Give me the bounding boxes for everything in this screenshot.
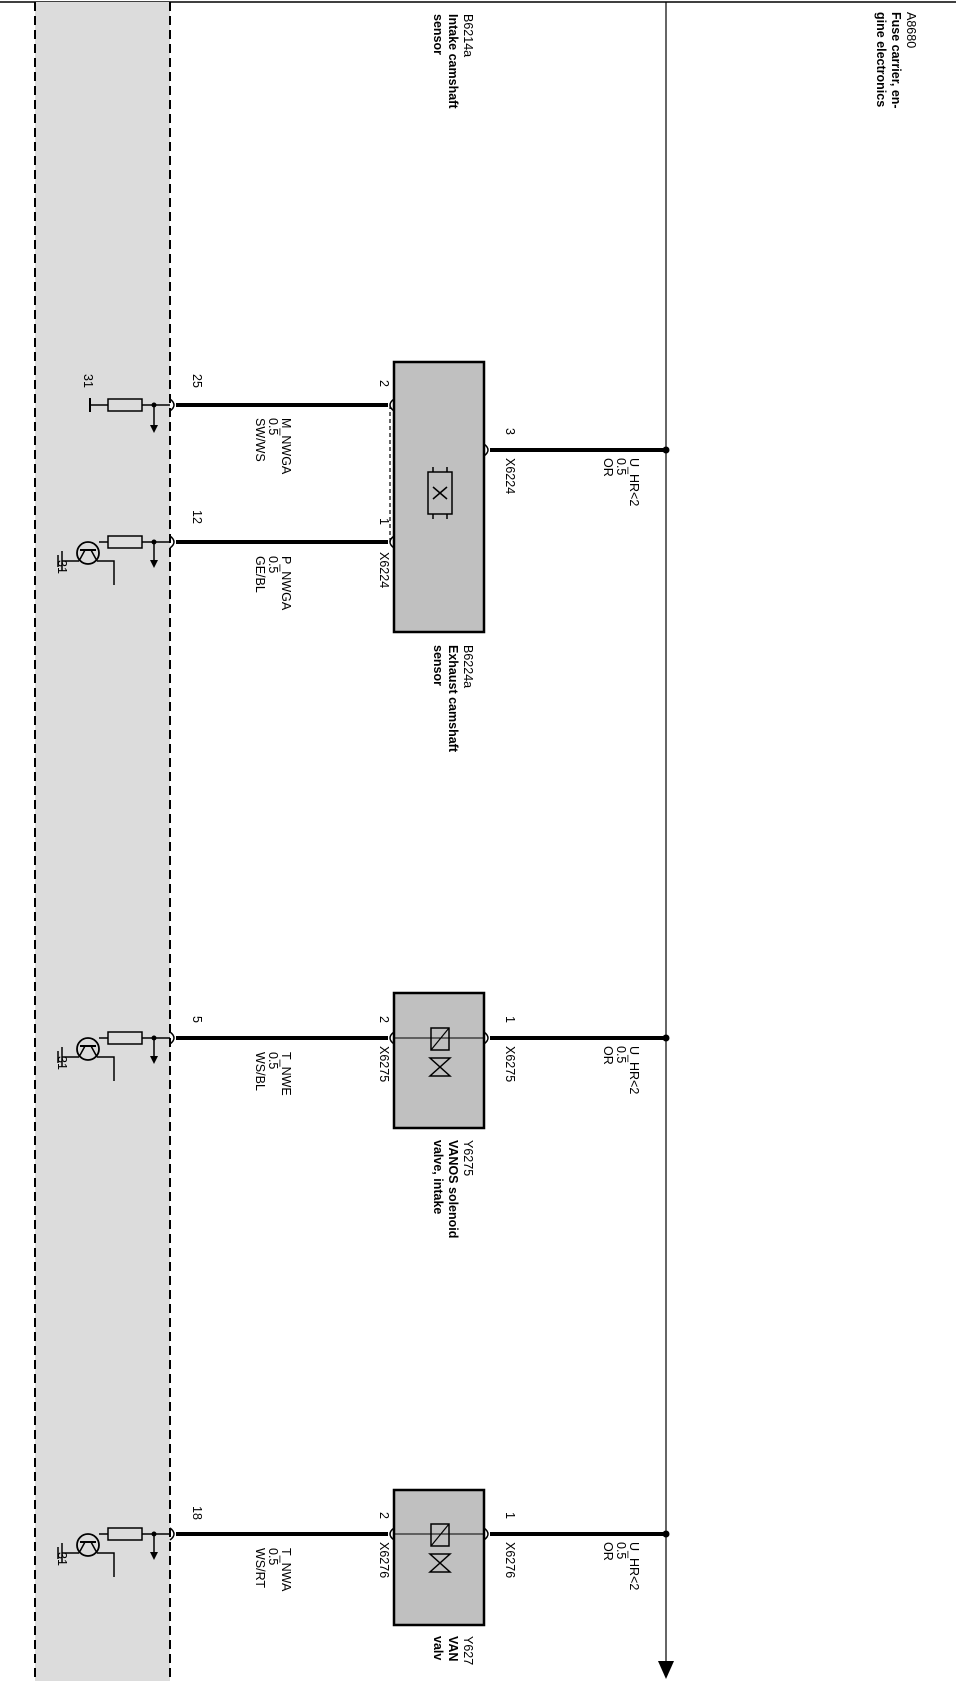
svg-text:WS/BL: WS/BL [253, 1052, 267, 1091]
svg-text:Y627: Y627 [461, 1636, 475, 1665]
svg-text:0.5: 0.5 [614, 1046, 628, 1063]
wire-spec: M_NWGA 0.5 SW/WS [253, 418, 293, 475]
svg-text:GE/BL: GE/BL [253, 556, 267, 593]
pin-label: 2 [377, 380, 391, 387]
svg-text:U_HR<2: U_HR<2 [627, 458, 641, 506]
svg-text:T_NWA: T_NWA [279, 1548, 293, 1592]
wire-spec: T_NWA 0.5 WS/RT [253, 1548, 293, 1592]
ground-label: 31 [81, 374, 95, 388]
svg-text:OR: OR [601, 1046, 615, 1065]
svg-text:0.5: 0.5 [614, 458, 628, 475]
svg-text:0.5: 0.5 [266, 1052, 280, 1069]
ecu-ground-circuit [89, 398, 170, 433]
svg-text:valv: valv [431, 1636, 445, 1660]
connector-label: X6276 [503, 1542, 517, 1578]
exhaust-sensor-signal-wire [169, 535, 395, 549]
svg-text:sensor: sensor [431, 645, 445, 686]
svg-text:B6224a: B6224a [461, 645, 475, 688]
connector-label: X6224 [503, 458, 517, 494]
svg-text:sensor: sensor [431, 14, 445, 55]
supply-bus [658, 2, 674, 1679]
svg-text:B6214a: B6214a [461, 14, 475, 57]
svg-text:A8680: A8680 [904, 12, 918, 48]
fuse-carrier-label: A8680 Fuse carrier, en- gine electronics [874, 12, 918, 109]
exhaust-sensor-minus-wire [169, 398, 395, 542]
svg-text:0.5: 0.5 [266, 1548, 280, 1565]
svg-text:0.5: 0.5 [614, 1542, 628, 1559]
ecu-transistor-circuit [57, 535, 170, 586]
svg-text:Fuse carrier, en-: Fuse carrier, en- [889, 12, 903, 109]
svg-text:WS/RT: WS/RT [253, 1548, 267, 1588]
svg-text:P_NWGA: P_NWGA [279, 556, 293, 611]
svg-text:Intake camshaft: Intake camshaft [446, 14, 460, 109]
pin-label: 12 [190, 510, 204, 524]
exhaust-valve-supply-wire [483, 1527, 670, 1541]
pin-label: 1 [503, 1512, 517, 1519]
wire-spec: T_NWE 0.5 WS/BL [253, 1052, 293, 1096]
wire-spec: U_HR<2 0.5 OR [601, 1046, 641, 1094]
svg-text:valve, intake: valve, intake [431, 1140, 445, 1214]
svg-text:gine electronics: gine electronics [874, 12, 888, 107]
svg-text:SW/WS: SW/WS [253, 418, 267, 462]
connector-label: X6224 [377, 552, 391, 588]
exhaust-valve-control-wire [169, 1527, 395, 1541]
svg-text:VAN: VAN [446, 1636, 460, 1661]
svg-text:Exhaust camshaft: Exhaust camshaft [446, 645, 460, 753]
exhaust-sensor-supply-wire [483, 443, 670, 457]
connector-label: X6276 [377, 1542, 391, 1578]
pin-label: 25 [190, 374, 204, 388]
wire-spec: U_HR<2 0.5 OR [601, 458, 641, 506]
intake-valve-supply-wire [483, 1031, 670, 1045]
svg-text:M_NWGA: M_NWGA [279, 418, 293, 475]
pin-label: 1 [503, 1016, 517, 1023]
ground-label: 31 [55, 1552, 69, 1566]
svg-text:0.5: 0.5 [266, 556, 280, 573]
svg-text:VANOS solenoid: VANOS solenoid [446, 1140, 460, 1238]
svg-text:U_HR<2: U_HR<2 [627, 1046, 641, 1094]
svg-text:0.5: 0.5 [266, 418, 280, 435]
exhaust-valve-label: Y627 VAN valv [431, 1636, 475, 1665]
pin-label: 1 [377, 518, 391, 525]
wire-spec: U_HR<2 0.5 OR [601, 1542, 641, 1590]
vanos-exhaust-valve [392, 1488, 486, 1627]
ground-label: 31 [55, 560, 69, 574]
svg-text:OR: OR [601, 458, 615, 477]
svg-text:OR: OR [601, 1542, 615, 1561]
intake-sensor-label: B6214a Intake camshaft sensor [431, 14, 475, 109]
exhaust-camshaft-sensor [392, 360, 486, 634]
exhaust-sensor-label: B6224a Exhaust camshaft sensor [431, 645, 475, 753]
intake-valve-label: Y6275 VANOS solenoid valve, intake [431, 1140, 475, 1238]
connector-label: X6275 [503, 1046, 517, 1082]
vanos-intake-valve [392, 991, 486, 1130]
svg-text:U_HR<2: U_HR<2 [627, 1542, 641, 1590]
pin-label: 5 [190, 1016, 204, 1023]
pin-label: 18 [190, 1506, 204, 1520]
ecu-transistor-circuit [57, 1527, 170, 1578]
control-unit-region [34, 2, 171, 1681]
svg-text:Y6275: Y6275 [461, 1140, 475, 1176]
wire-spec: P_NWGA 0.5 GE/BL [253, 556, 293, 611]
pin-label: 3 [503, 428, 517, 435]
intake-valve-control-wire [169, 1031, 395, 1045]
ground-label: 31 [55, 1056, 69, 1070]
connector-label: X6275 [377, 1046, 391, 1082]
pin-label: 2 [377, 1512, 391, 1519]
pin-label: 2 [377, 1016, 391, 1023]
svg-text:T_NWE: T_NWE [279, 1052, 293, 1096]
ecu-transistor-circuit [57, 1031, 170, 1082]
